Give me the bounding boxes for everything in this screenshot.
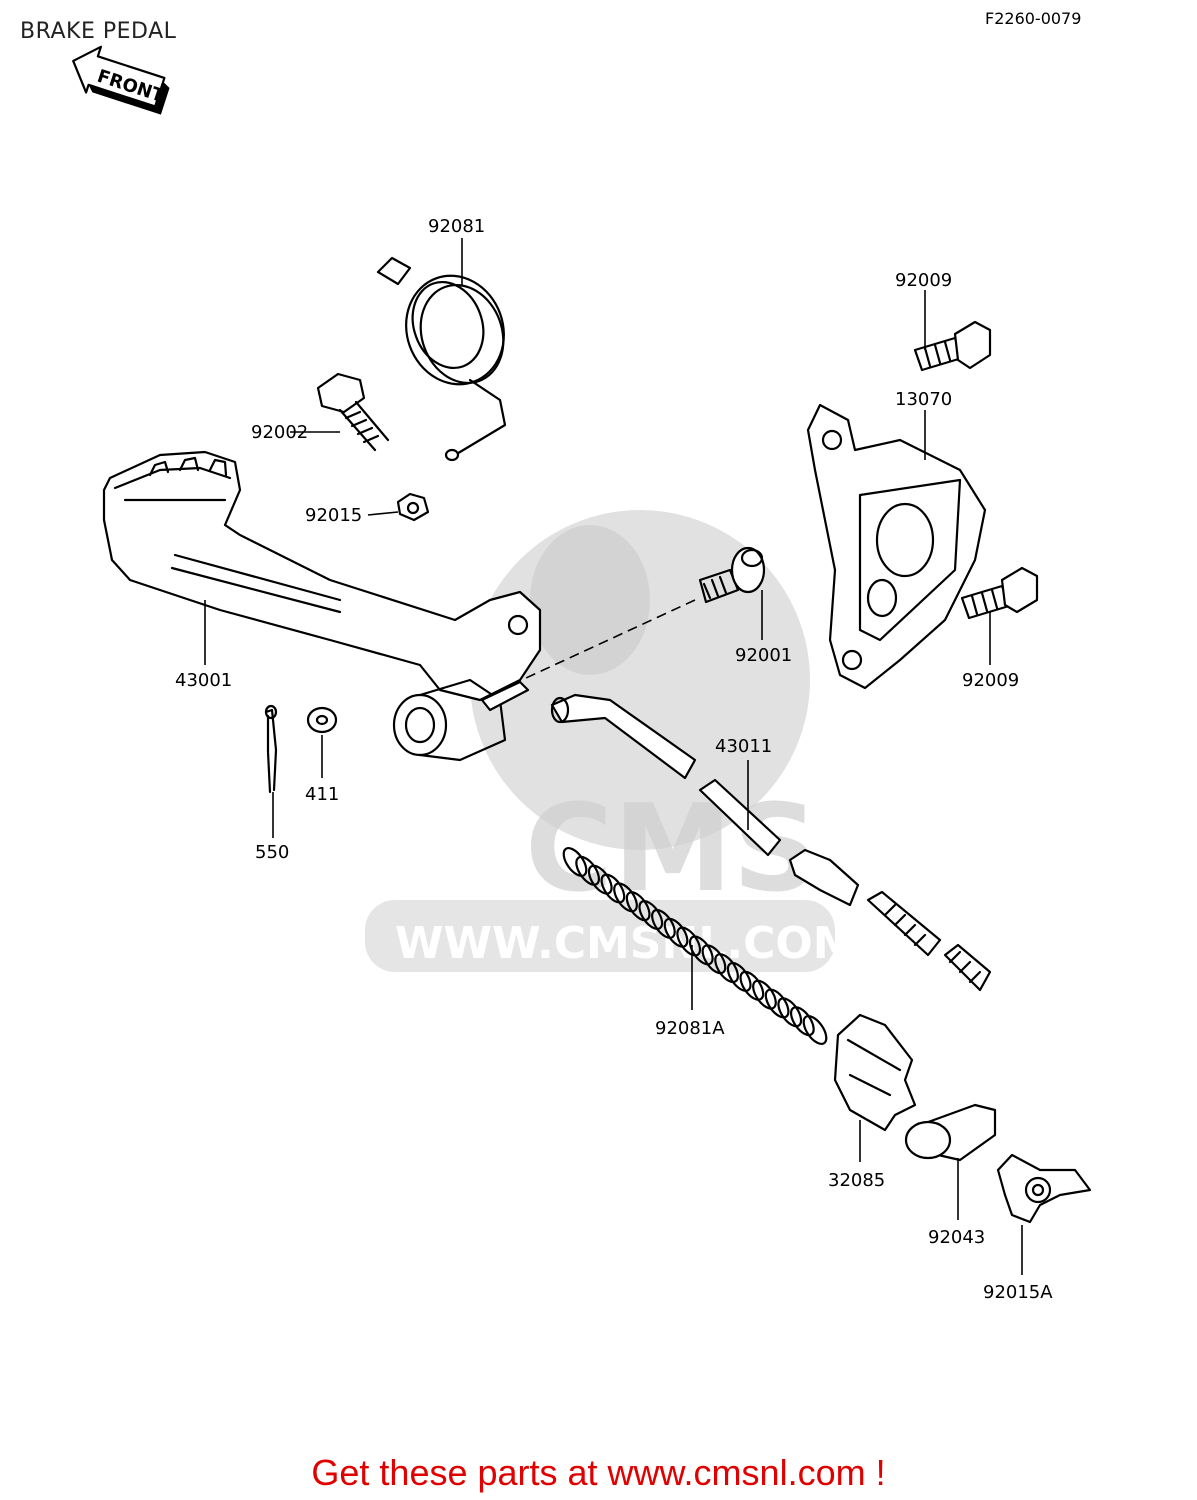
torsion-spring-92081 [376,256,507,462]
part-label-43001[interactable]: 43001 [175,670,232,691]
washer-411 [306,706,338,734]
bolt-92009-top [913,320,992,372]
spring-coil-loop [802,1015,828,1045]
nut-92015 [396,492,430,522]
watermark-brand: CMS [525,780,819,919]
part-label-92001[interactable]: 92001 [735,645,792,666]
part-label-550[interactable]: 550 [255,842,289,863]
plate-32085 [833,1013,917,1132]
part-label-13070[interactable]: 13070 [895,389,952,410]
watermark-url: WWW.CMSNL.COM [395,918,857,969]
front-arrow-icon: FRONT [72,45,170,115]
cotter-pin-550 [264,704,278,794]
part-label-92043[interactable]: 92043 [928,1227,985,1248]
parts-diagram: CMS WWW.CMSNL.COM BRAKE PEDAL F2260-0079… [20,9,1092,1303]
part-label-411[interactable]: 411 [305,784,339,805]
spring-coil-loop [752,979,777,1010]
collar-92043 [904,1103,997,1162]
coil-spring-92081A [562,847,828,1045]
part-label-92081A[interactable]: 92081A [655,1018,725,1039]
footer-link[interactable]: Get these parts at www.cmsnl.com ! [311,1452,886,1493]
diagram-code: F2260-0079 [985,9,1081,28]
part-label-92002[interactable]: 92002 [251,422,308,443]
leader-lines [204,238,1023,1275]
bolt-92009-right [960,566,1039,620]
part-label-92015A[interactable]: 92015A [983,1282,1053,1303]
bolt-92001 [499,546,766,691]
bracket-13070 [806,403,987,690]
brake-pedal-43001 [102,450,542,762]
spring-coil-loop [777,997,803,1028]
part-label-92009-right[interactable]: 92009 [962,670,1019,691]
wing-nut-92015A [996,1153,1092,1224]
bolt-92002 [316,372,390,452]
spring-coil-loop [739,970,765,1001]
part-label-43011[interactable]: 43011 [715,736,772,757]
part-label-92081[interactable]: 92081 [428,216,485,237]
brake-rod-43011 [550,693,992,992]
diagram-title: BRAKE PEDAL [20,19,177,44]
part-labels: 92081 92009 13070 92002 92015 43001 9200… [175,216,1053,1303]
part-label-92015[interactable]: 92015 [305,505,362,526]
spring-coil-loop [789,1006,815,1037]
spring-coil-loop [764,988,790,1019]
part-label-92009-top[interactable]: 92009 [895,270,952,291]
part-label-32085[interactable]: 32085 [828,1170,885,1191]
